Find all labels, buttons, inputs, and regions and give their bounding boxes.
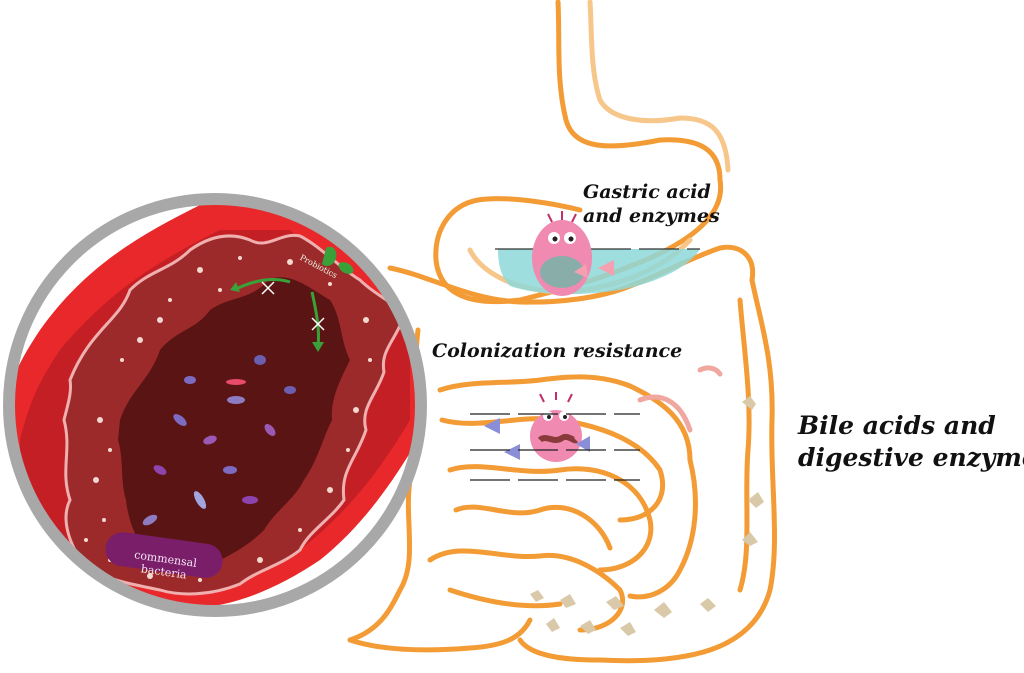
small-intestine-5 [427,548,625,633]
stool-fragments [530,396,764,636]
commensal-label-pill [105,532,223,578]
bile-label-line2: digestive enzymes [798,443,1024,472]
descending-inner [737,297,752,593]
bile-level-lines [470,413,640,481]
commensal-bacteria-cluster [142,355,296,526]
gastric-label-line2: and enzymes [583,205,720,227]
bile-label-line1: Bile acids and [798,411,996,440]
mucosa-speckles [84,256,372,582]
gastric-fluid [498,249,700,295]
small-intestine-7 [627,457,698,600]
probiotic-icon [230,246,354,352]
appendix-outline [637,394,693,433]
pylorus-mark [697,365,723,377]
small-intestine-6 [447,587,563,609]
bile-label: Bile acids and digestive enzymes [798,410,1024,474]
pathogen-icon [484,392,590,462]
pathogen-icon [532,211,614,296]
gastric-label-line1: Gastric acid [583,181,711,203]
esophagus-outline-inner [587,0,731,173]
small-intestine-4 [453,504,613,551]
esophagus-outline [555,0,723,183]
magnifier-circle [3,193,427,617]
magnified-view [9,199,421,611]
colonization-label: Colonization resistance [432,340,683,362]
descending-colon [517,277,778,664]
lumen [118,277,350,570]
small-intestine-1 [437,374,693,463]
small-intestine-3 [447,464,654,573]
gastric-label: Gastric acid and enzymes [583,180,720,228]
sigmoid [347,617,533,653]
